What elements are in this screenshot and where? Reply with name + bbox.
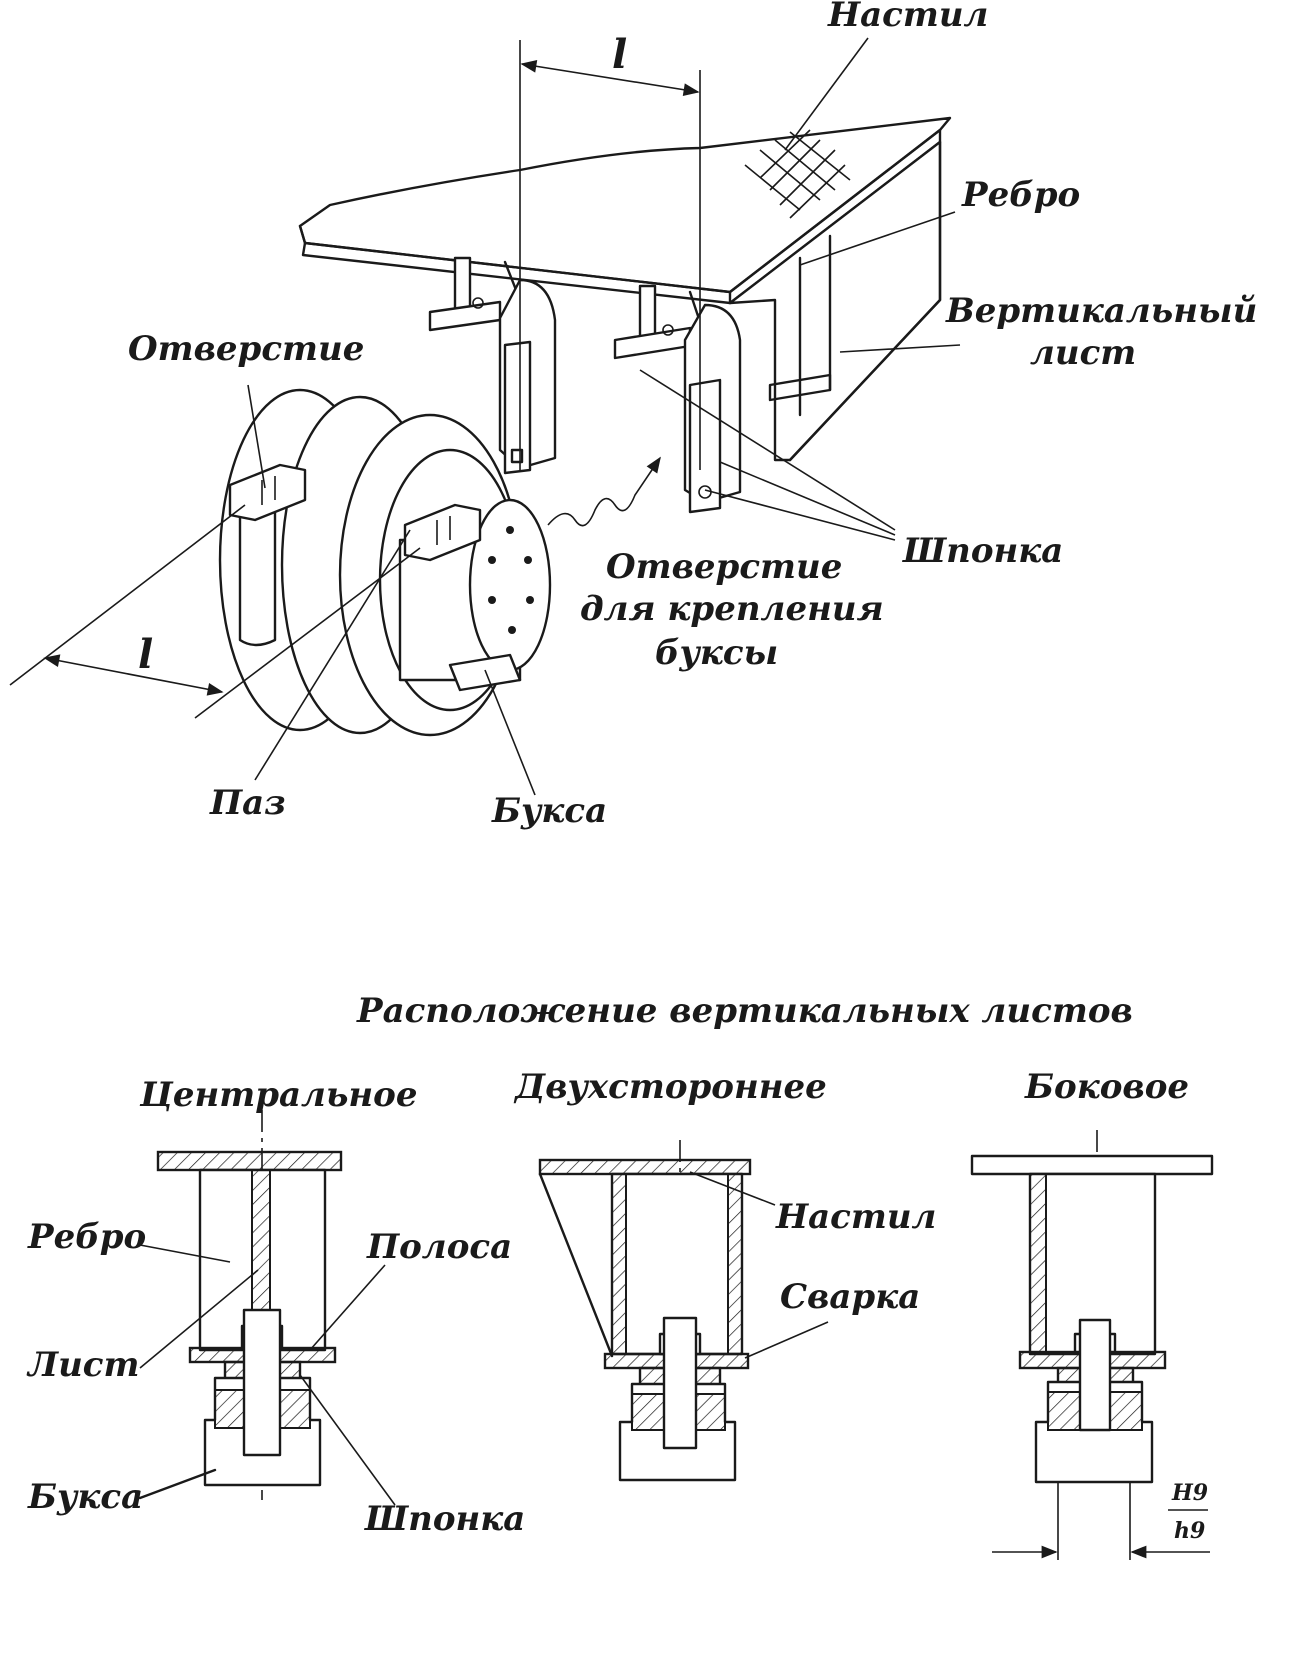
dimension-top: l — [519, 31, 701, 470]
variant-central: Центральное Ребро Лист Букса Полоса Шпон… — [26, 1075, 525, 1539]
hanging-keys — [498, 278, 742, 514]
label-mount-hole-2: для крепления — [580, 589, 884, 629]
vertical-sheet-body — [728, 140, 942, 462]
label-paz: Паз — [209, 783, 286, 823]
section-title: Расположение вертикальных листов — [356, 991, 1133, 1031]
label-nastil: Настил — [827, 0, 988, 35]
central-title: Центральное — [139, 1075, 417, 1115]
label-shponka: Шпонка — [902, 531, 1063, 571]
deck-plate — [298, 116, 952, 305]
central-label-rebro: Ребро — [27, 1217, 146, 1257]
label-mount-hole-3: буксы — [655, 633, 778, 673]
central-label-buksa: Букса — [27, 1477, 143, 1517]
two-sided-label-nastil: Настил — [775, 1197, 936, 1237]
central-label-shponka: Шпонка — [364, 1499, 525, 1539]
side-fit-upper: H9 — [1171, 1480, 1208, 1506]
dim-left-label: l — [138, 631, 153, 678]
leader-lines-top — [247, 37, 961, 796]
two-sided-label-svarka: Сварка — [780, 1277, 920, 1317]
label-mount-hole-1: Отверстие — [606, 547, 842, 587]
assembly-connector — [547, 456, 661, 527]
label-vertical-sheet-2: лист — [1030, 333, 1136, 373]
bolt-circle — [488, 526, 534, 634]
ribs — [428, 256, 702, 360]
side-title: Боковое — [1024, 1067, 1189, 1107]
dimension-left: l — [9, 504, 421, 719]
variant-two-sided: Двухстороннее Настил Сварка — [513, 1067, 936, 1482]
label-buksa: Букса — [491, 791, 607, 831]
wheel-assembly — [218, 388, 552, 737]
deck-hatch — [744, 129, 851, 219]
two-sided-title: Двухстороннее — [513, 1067, 827, 1107]
label-vertical-sheet-1: Вертикальный — [945, 291, 1257, 331]
dim-top-label: l — [612, 31, 627, 78]
label-otverstie: Отверстие — [128, 329, 364, 369]
variant-side: Боковое H9 h9 — [970, 1067, 1214, 1560]
label-rebro: Ребро — [961, 175, 1080, 215]
central-label-list: Лист — [26, 1345, 139, 1385]
side-fit-lower: h9 — [1174, 1518, 1205, 1544]
isometric-assembly: l — [9, 0, 1257, 831]
central-label-polosa: Полоса — [366, 1227, 512, 1267]
